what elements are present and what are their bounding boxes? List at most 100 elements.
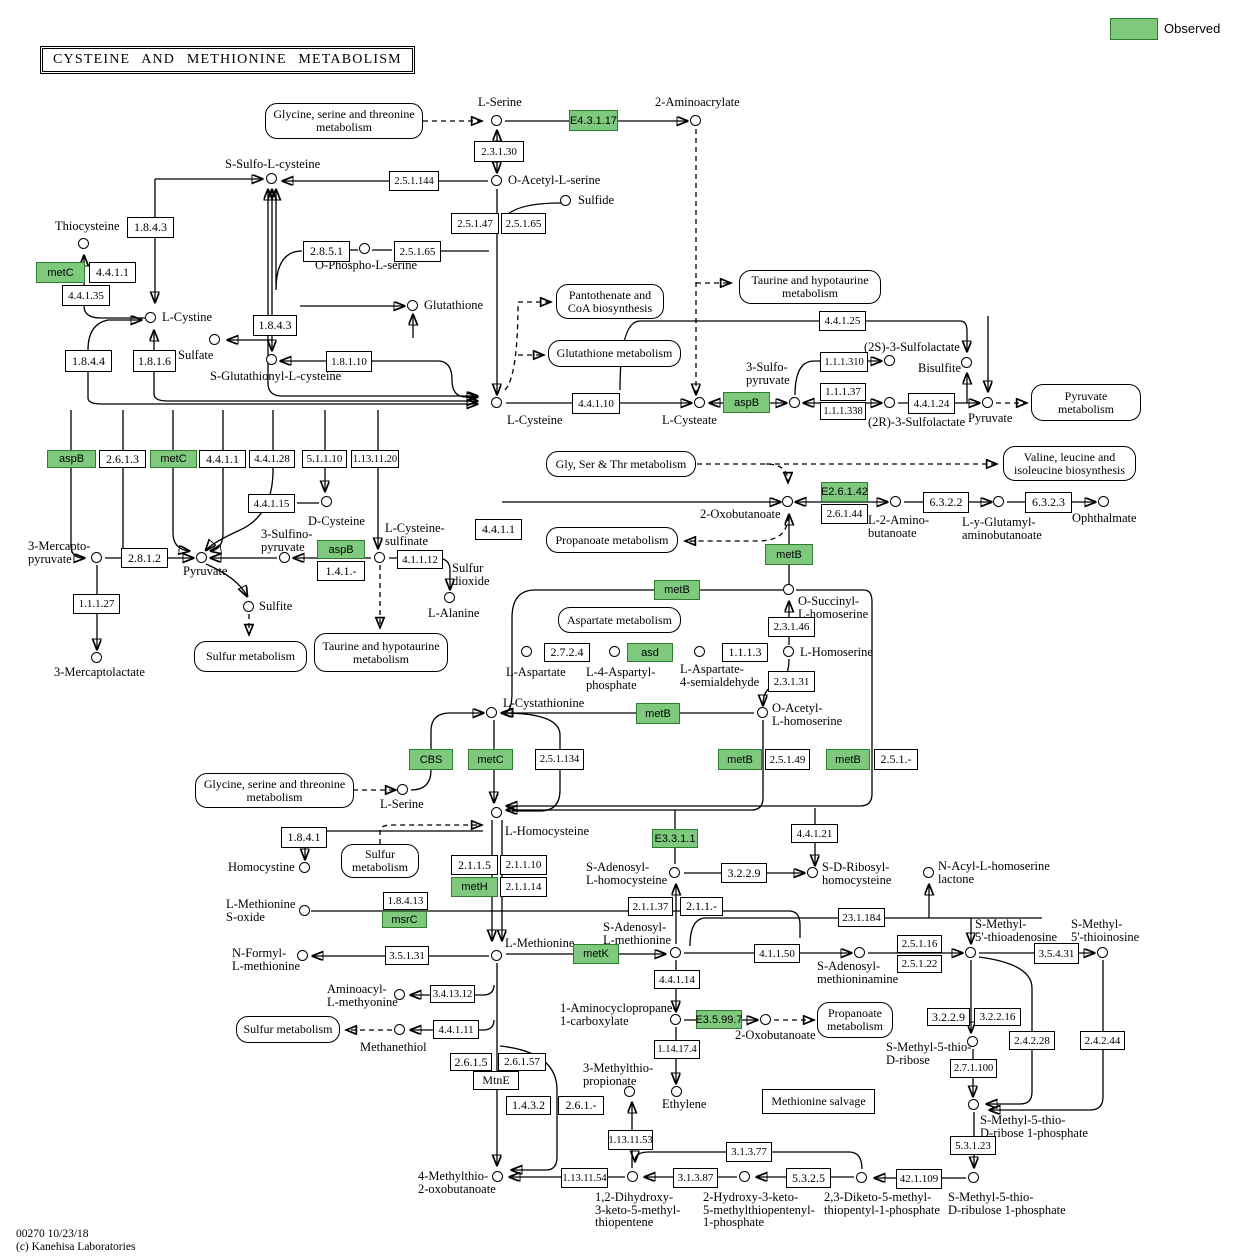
pathway-link-box[interactable]: Propanoate metabolism [546, 527, 678, 553]
compound-node[interactable] [856, 1172, 867, 1183]
compound-node[interactable] [491, 115, 502, 126]
enzyme-box[interactable]: 2.5.1.65 [394, 241, 441, 262]
compound-node[interactable] [669, 867, 680, 878]
enzyme-box[interactable]: 3.1.3.87 [673, 1168, 718, 1188]
compound-node[interactable] [694, 397, 705, 408]
enzyme-box-observed[interactable]: metB [826, 749, 870, 770]
compound-node[interactable] [807, 867, 818, 878]
compound-node[interactable] [266, 173, 277, 184]
enzyme-box[interactable]: 2.7.1.100 [950, 1059, 997, 1078]
compound-node[interactable] [374, 552, 385, 563]
enzyme-box[interactable]: 2.5.1.134 [535, 749, 584, 770]
enzyme-box-observed[interactable]: metC [468, 749, 513, 770]
enzyme-box[interactable]: 3.4.13.12 [430, 985, 475, 1003]
enzyme-box[interactable]: 2.5.1.47 [451, 213, 499, 234]
enzyme-box[interactable]: 2.6.1.5 [450, 1053, 492, 1071]
enzyme-box[interactable]: 3.2.2.9 [927, 1008, 970, 1026]
enzyme-box[interactable]: 4.4.1.35 [62, 285, 110, 306]
enzyme-box[interactable]: 2.3.1.31 [768, 671, 815, 692]
compound-node[interactable] [694, 646, 705, 657]
enzyme-box[interactable]: 4.4.1.14 [654, 970, 700, 989]
compound-node[interactable] [78, 238, 89, 249]
compound-node[interactable] [491, 950, 502, 961]
pathway-link-box[interactable]: Methionine salvage [762, 1089, 875, 1114]
enzyme-box[interactable]: 4.4.1.24 [908, 393, 955, 414]
enzyme-box-observed[interactable]: metB [636, 703, 680, 724]
enzyme-box-observed[interactable]: aspB [723, 392, 770, 413]
enzyme-box[interactable]: 1.4.1.- [317, 561, 365, 581]
enzyme-box-observed[interactable]: metB [654, 580, 700, 600]
compound-node[interactable] [923, 867, 934, 878]
enzyme-box[interactable]: 1.8.1.6 [133, 350, 176, 372]
enzyme-box-observed[interactable]: E3.3.1.1 [652, 829, 698, 848]
enzyme-box[interactable]: 2.1.1.14 [500, 877, 547, 897]
enzyme-box[interactable]: 2.5.1.16 [897, 935, 942, 953]
compound-node[interactable] [783, 584, 794, 595]
enzyme-box[interactable]: 1.1.1.338 [820, 402, 866, 420]
compound-node[interactable] [299, 862, 310, 873]
enzyme-box[interactable]: MtnE [473, 1071, 519, 1090]
enzyme-box[interactable]: 6.3.2.2 [923, 492, 969, 513]
enzyme-box[interactable]: 1.13.11.53 [608, 1130, 653, 1150]
compound-node[interactable] [91, 652, 102, 663]
enzyme-box-observed[interactable]: metH [451, 877, 498, 897]
enzyme-box-observed[interactable]: metC [150, 450, 197, 468]
enzyme-box[interactable]: 4.4.1.11 [433, 1020, 479, 1039]
enzyme-box[interactable]: 3.5.4.31 [1034, 943, 1079, 964]
enzyme-box[interactable]: 2.5.1.144 [389, 171, 439, 191]
pathway-link-box[interactable]: Gly, Ser & Thr metabolism [546, 451, 696, 477]
compound-node[interactable] [890, 496, 901, 507]
enzyme-box[interactable]: 4.4.1.25 [819, 311, 866, 331]
compound-node[interactable] [521, 646, 532, 657]
enzyme-box[interactable]: 3.2.2.16 [974, 1008, 1021, 1026]
enzyme-box[interactable]: 5.3.2.5 [786, 1168, 831, 1188]
compound-node[interactable] [91, 552, 102, 563]
compound-node[interactable] [961, 357, 972, 368]
pathway-link-box[interactable]: Sulfur metabolism [236, 1016, 340, 1043]
compound-node[interactable] [789, 397, 800, 408]
enzyme-box[interactable]: 2.5.1.22 [897, 955, 942, 973]
enzyme-box[interactable]: 1.4.3.2 [506, 1096, 551, 1115]
enzyme-box[interactable]: 2.4.2.28 [1009, 1031, 1055, 1050]
compound-node[interactable] [492, 1171, 503, 1182]
compound-node[interactable] [982, 397, 993, 408]
enzyme-box[interactable]: 2.8.1.2 [121, 548, 168, 568]
enzyme-box[interactable]: 1.8.1.10 [326, 351, 372, 372]
enzyme-box[interactable]: 1.1.1.27 [73, 594, 120, 614]
compound-node[interactable] [196, 552, 207, 563]
compound-node[interactable] [491, 397, 502, 408]
compound-node[interactable] [965, 947, 976, 958]
enzyme-box[interactable]: 5.3.1.23 [950, 1136, 996, 1155]
enzyme-box[interactable]: 2.1.1.37 [628, 897, 673, 916]
pathway-link-box[interactable]: Glutathione metabolism [548, 340, 681, 367]
enzyme-box[interactable]: 2.3.1.46 [768, 617, 815, 637]
enzyme-box[interactable]: 3.5.1.31 [385, 946, 429, 965]
compound-node[interactable] [854, 947, 865, 958]
enzyme-box[interactable]: 2.5.1.49 [765, 749, 810, 770]
enzyme-box[interactable]: 1.1.1.310 [820, 352, 868, 372]
enzyme-box[interactable]: 2.1.1.10 [500, 855, 547, 875]
enzyme-box[interactable]: 2.1.1.5 [451, 855, 498, 875]
compound-node[interactable] [407, 300, 418, 311]
compound-node[interactable] [760, 1014, 771, 1025]
enzyme-box[interactable]: 1.8.4.3 [253, 315, 297, 336]
compound-node[interactable] [243, 601, 254, 612]
enzyme-box[interactable]: 2.6.1.57 [498, 1053, 546, 1071]
compound-node[interactable] [783, 646, 794, 657]
compound-node[interactable] [397, 784, 408, 795]
compound-node[interactable] [609, 646, 620, 657]
pathway-link-box[interactable]: Sulfur metabolism [194, 641, 307, 672]
enzyme-box[interactable]: 1.14.17.4 [654, 1040, 700, 1059]
compound-node[interactable] [394, 1024, 405, 1035]
compound-node[interactable] [757, 707, 768, 718]
enzyme-box[interactable]: 4.4.1.1 [199, 450, 246, 468]
enzyme-box-observed[interactable]: asd [627, 643, 673, 662]
compound-node[interactable] [627, 1171, 638, 1182]
compound-node[interactable] [491, 807, 502, 818]
compound-node[interactable] [671, 1086, 682, 1097]
